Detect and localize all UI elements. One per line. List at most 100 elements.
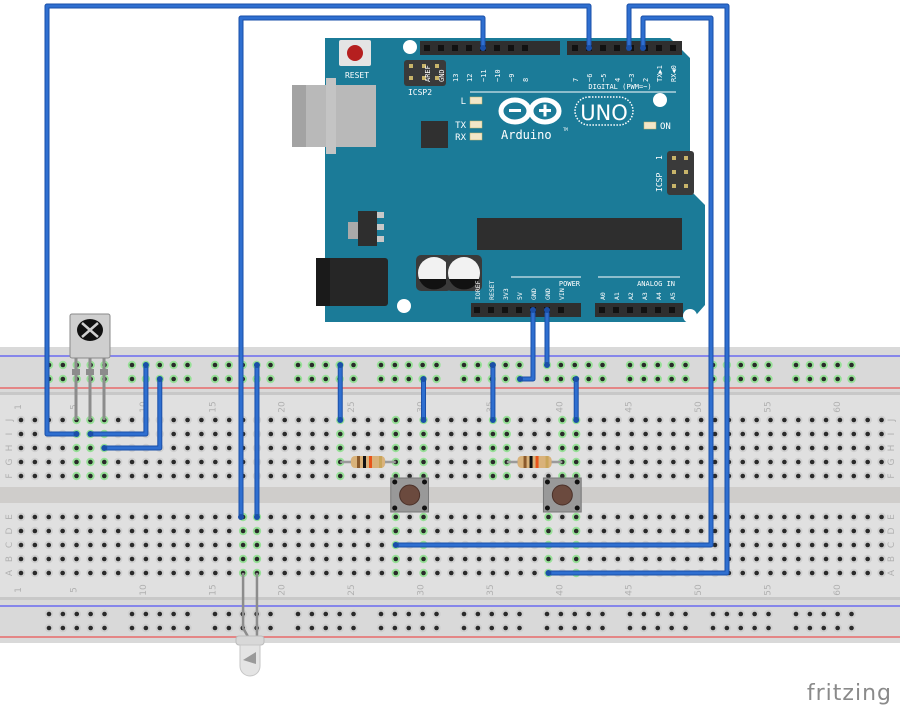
header-socket — [614, 45, 620, 51]
hole — [768, 445, 773, 451]
hole — [365, 542, 371, 548]
wire-pin2-button1-core[interactable] — [395, 16, 713, 547]
tie-point — [849, 568, 858, 578]
tie-point — [502, 512, 511, 522]
wire-pin3-button2-core[interactable] — [548, 4, 729, 575]
rail-hole — [515, 609, 524, 619]
tie-point — [738, 554, 747, 564]
reset-button[interactable] — [347, 45, 363, 61]
digital-pin-label: 4 — [614, 78, 622, 82]
wire-ir-gnd-core[interactable] — [90, 365, 148, 436]
hole — [421, 431, 426, 437]
header-socket — [452, 45, 458, 51]
hole — [586, 625, 591, 631]
wire-ir-vcc-core[interactable] — [104, 379, 162, 450]
hole — [32, 473, 38, 479]
tie-point — [336, 471, 345, 481]
tie-point — [585, 415, 595, 425]
column-number: 55 — [764, 584, 774, 595]
arduino-board — [325, 38, 705, 322]
tie-point — [530, 554, 539, 564]
tie-point — [30, 415, 40, 425]
tie-point — [530, 415, 539, 425]
hole — [393, 445, 399, 451]
tie-point — [544, 415, 553, 425]
tie-point — [474, 443, 484, 453]
hole — [738, 362, 744, 368]
tie-point — [835, 512, 845, 522]
wire-end — [87, 431, 94, 437]
hole — [323, 625, 329, 631]
button-cap[interactable] — [399, 484, 421, 506]
wire-end — [392, 542, 399, 548]
hole — [101, 528, 107, 534]
hole — [240, 542, 246, 548]
hole — [32, 431, 38, 437]
hole — [295, 611, 301, 617]
tie-point — [488, 512, 498, 522]
tie-point — [127, 568, 137, 578]
hole — [560, 445, 565, 451]
rail-hole — [473, 609, 483, 619]
hole — [793, 611, 799, 617]
tie-point — [433, 457, 442, 467]
hole — [213, 445, 218, 451]
hole — [378, 362, 384, 368]
rail-hole — [390, 623, 400, 633]
hole — [879, 542, 884, 548]
hole — [268, 417, 274, 423]
hole — [795, 556, 801, 562]
hole — [809, 542, 815, 548]
hole — [865, 417, 870, 423]
hole — [115, 459, 121, 465]
tie-point — [377, 415, 387, 425]
hole — [684, 445, 690, 451]
hole — [60, 376, 66, 382]
tie-point — [585, 429, 595, 439]
hole — [849, 611, 854, 617]
button-pin — [544, 505, 550, 511]
header-pin — [422, 64, 426, 68]
rail-hole — [805, 360, 815, 370]
hole — [476, 556, 482, 562]
header-socket — [488, 307, 494, 313]
tie-point — [572, 443, 581, 453]
hole — [296, 473, 301, 479]
digital-pin-label: AREF — [424, 65, 432, 82]
wire-pin13-led-core[interactable] — [239, 16, 485, 517]
hole — [544, 611, 550, 617]
tie-point — [794, 443, 803, 453]
hole — [879, 473, 884, 479]
tie-point — [169, 512, 178, 522]
hole — [698, 473, 704, 479]
hole — [754, 542, 759, 548]
hole — [240, 556, 246, 562]
hole — [615, 473, 621, 479]
hole — [835, 625, 840, 631]
hole — [46, 611, 52, 617]
rail-hole — [224, 623, 234, 633]
tie-point — [308, 554, 317, 564]
tie-point — [391, 526, 400, 536]
tie-point — [766, 443, 775, 453]
rail-hole — [432, 609, 441, 619]
hole — [752, 362, 757, 368]
hole — [365, 445, 371, 451]
hole — [435, 570, 440, 576]
hole — [601, 445, 607, 451]
button-pin — [544, 479, 550, 485]
tie-point — [238, 554, 248, 564]
wire-5v-rail-core[interactable] — [520, 310, 535, 381]
hole — [615, 431, 621, 437]
wire-pin6-ir-core[interactable] — [45, 4, 591, 436]
button-cap[interactable] — [551, 484, 573, 506]
rail-hole — [791, 360, 801, 370]
hole — [490, 445, 496, 451]
rail-hole — [210, 360, 220, 370]
ir-receiver — [69, 313, 111, 420]
tie-point — [863, 568, 872, 578]
hole — [572, 625, 578, 631]
tie-point — [349, 540, 359, 550]
digital-pin-label: ~10 — [494, 69, 502, 82]
hole — [573, 514, 579, 520]
